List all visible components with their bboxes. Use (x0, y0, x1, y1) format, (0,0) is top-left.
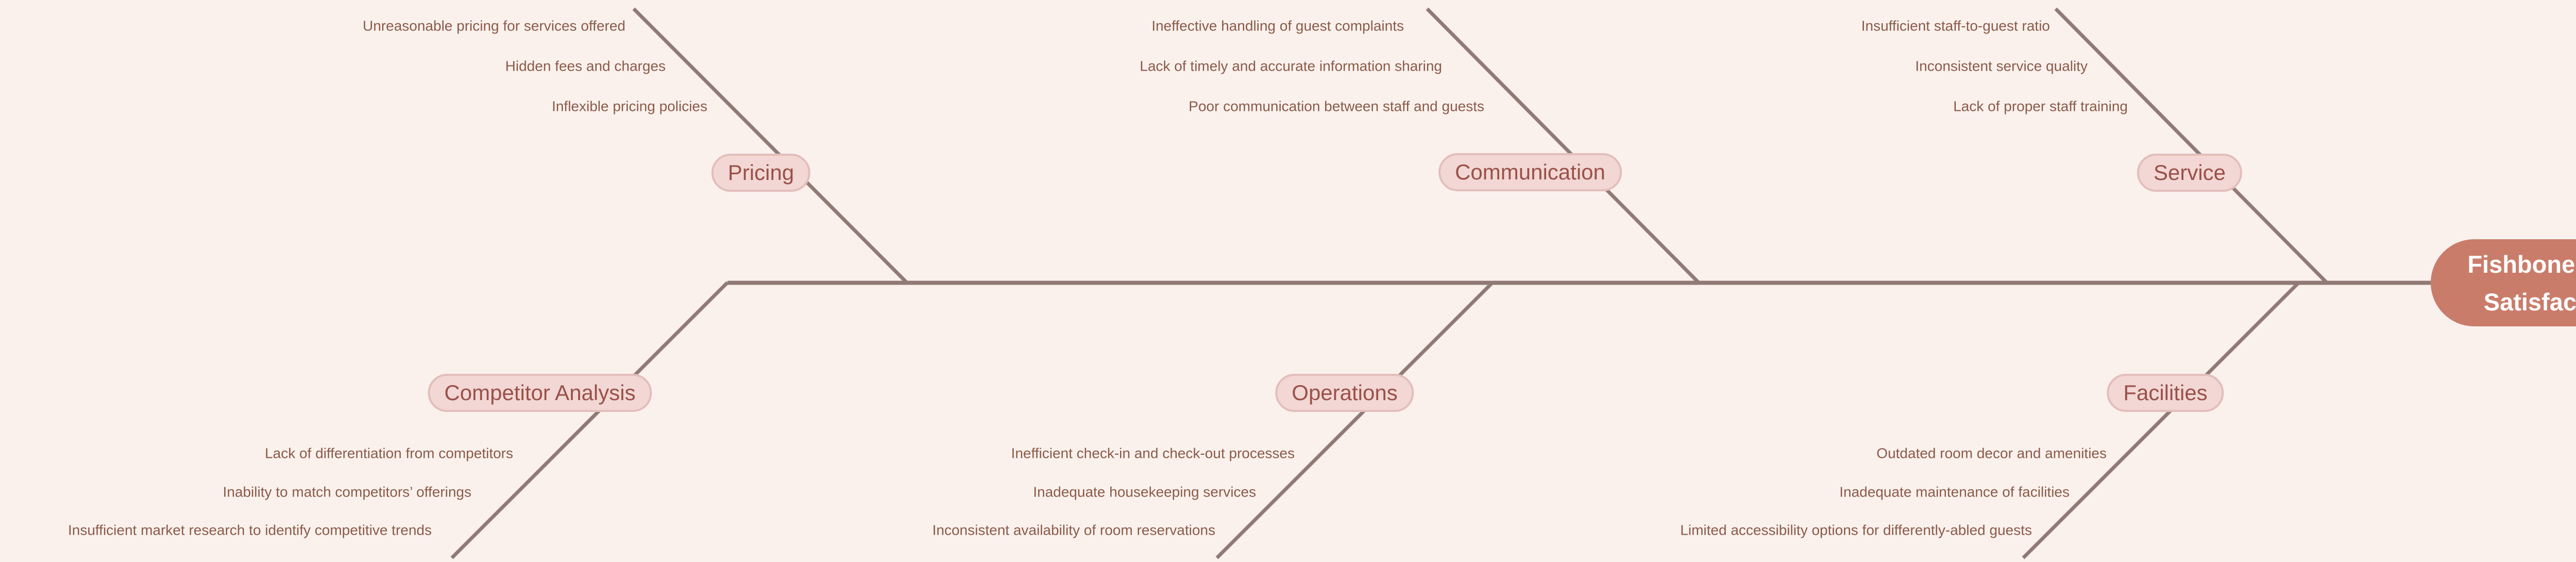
cause-pricing-1: Unreasonable pricing for services offere… (363, 18, 625, 34)
cause-pricing-3: Inflexible pricing policies (552, 98, 707, 114)
cause-facilities-2: Inadequate maintenance of facilities (1839, 484, 2070, 500)
cause-communication-2: Lack of timely and accurate information … (1140, 58, 1442, 74)
bone-operations (1215, 281, 1494, 559)
category-facilities: Facilities (2107, 374, 2224, 412)
cause-communication-1: Ineffective handling of guest complaints (1151, 18, 1404, 34)
bone-facilities (2022, 281, 2300, 559)
title-line-2: Satisfaction in the Hospitality Industry (2483, 288, 2576, 316)
bone-communication (1426, 7, 1700, 284)
category-communication: Communication (1438, 153, 1622, 191)
cause-pricing-2: Hidden fees and charges (505, 58, 666, 74)
cause-facilities-3: Limited accessibility options for differ… (1680, 522, 2032, 538)
bone-competitor-analysis (450, 281, 729, 559)
title-line-1: Fishbone Matrix for Decreased Customer (2467, 250, 2576, 278)
category-pricing: Pricing (711, 154, 811, 192)
cause-operations-1: Inefficient check-in and check-out proce… (1011, 445, 1295, 461)
cause-operations-3: Inconsistent availability of room reserv… (932, 522, 1215, 538)
cause-communication-3: Poor communication between staff and gue… (1189, 98, 1484, 114)
cause-service-2: Inconsistent service quality (1915, 58, 2088, 74)
cause-operations-2: Inadequate housekeeping services (1033, 484, 1256, 500)
category-operations: Operations (1275, 374, 1414, 412)
cause-service-3: Lack of proper staff training (1953, 98, 2128, 114)
cause-facilities-1: Outdated room decor and amenities (1876, 445, 2107, 461)
category-service: Service (2137, 154, 2243, 192)
bone-service (2054, 7, 2328, 284)
category-competitor-analysis: Competitor Analysis (428, 374, 652, 412)
cause-competitor-analysis-2: Inability to match competitors’ offering… (223, 484, 471, 500)
title-bubble: Fishbone Matrix for Decreased Customer S… (2431, 239, 2576, 326)
cause-service-1: Insufficient staff-to-guest ratio (1861, 18, 2050, 34)
cause-competitor-analysis-3: Insufficient market research to identify… (67, 522, 432, 538)
bone-pricing (632, 7, 908, 284)
cause-competitor-analysis-1: Lack of differentiation from competitors (265, 445, 513, 461)
